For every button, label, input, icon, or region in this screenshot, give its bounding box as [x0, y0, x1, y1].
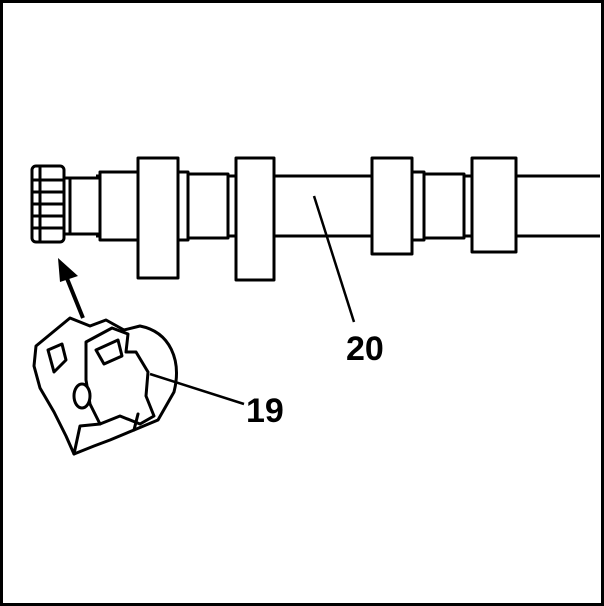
camshaft-callout: 20	[346, 330, 384, 368]
camshaft-collar	[60, 176, 102, 236]
camshaft-cam-lobe	[234, 156, 276, 282]
camshaft-journal	[186, 172, 230, 240]
seal-tool-leader-line	[149, 372, 245, 406]
seal-tool	[32, 316, 178, 456]
seal-tool-callout: 19	[246, 392, 284, 430]
camshaft	[30, 156, 600, 282]
seal-tool-hole	[72, 382, 92, 410]
camshaft-journal	[422, 172, 466, 240]
camshaft-journal	[98, 170, 142, 242]
camshaft-journal	[410, 170, 426, 242]
camshaft-cam-lobe	[370, 156, 414, 256]
camshaft-leader-line	[312, 195, 356, 323]
camshaft-cam-lobe	[136, 156, 180, 280]
camshaft-gear-end	[30, 164, 66, 244]
install-direction-arrow	[58, 258, 85, 319]
camshaft-cam-lobe	[470, 156, 518, 254]
